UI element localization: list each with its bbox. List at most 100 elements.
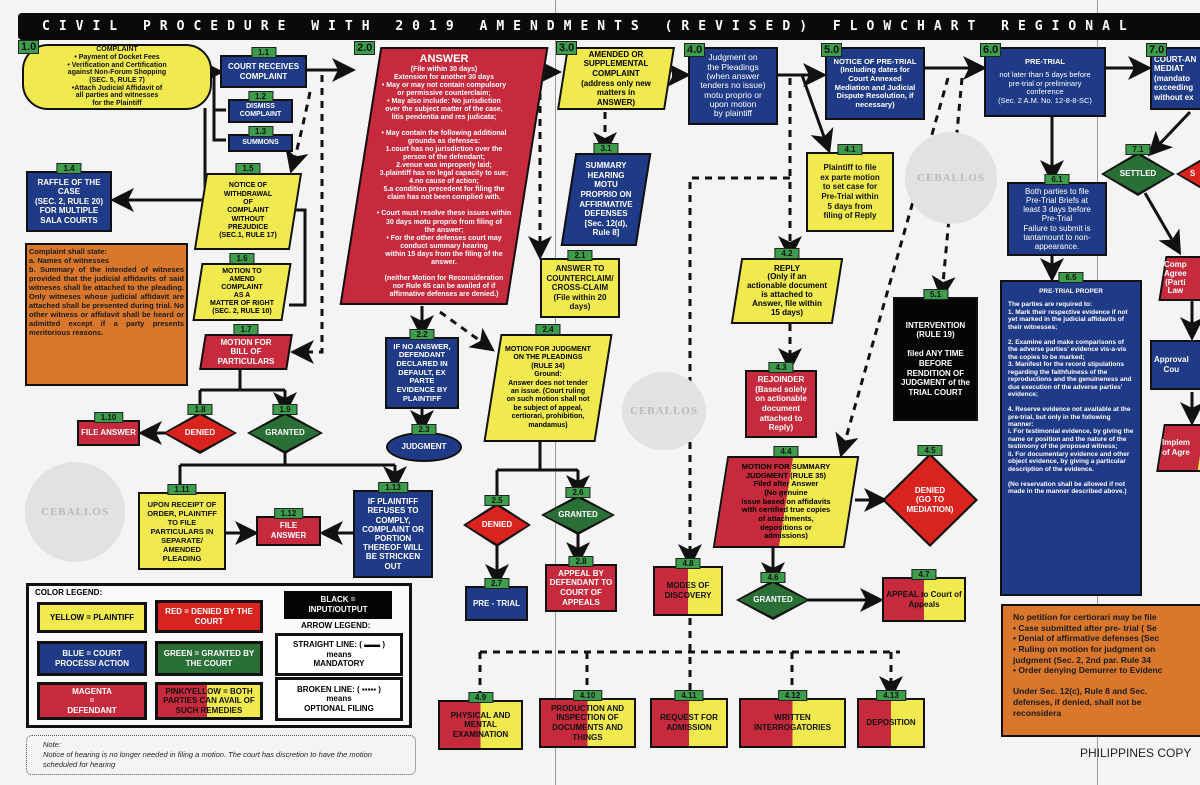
node-text: GRANTED (753, 595, 793, 605)
implementation-node: Implem of Agre (1160, 424, 1200, 472)
step-tag: 4.13 (876, 690, 906, 701)
node-text: REJOINDER (Based solely on actionable do… (755, 375, 807, 433)
step-tag: 2.6 (565, 487, 591, 498)
node-text: DISMISS COMPLAINT (239, 103, 282, 118)
legend-yellow: YELLOW = PLAINTIFF (37, 602, 147, 633)
step-tag: 2.2 (409, 329, 435, 340)
step-tag: 6.5 (1058, 272, 1084, 283)
node-text: Approval Cou (1154, 355, 1189, 374)
node-text: SETTLED (1119, 169, 1157, 179)
step-tag: 4.9 (467, 692, 494, 703)
node-text: WRITTEN INTERROGATORIES (753, 713, 832, 732)
node-text: IF NO ANSWER, DEFENDANT DECLARED IN DEFA… (393, 341, 451, 403)
node-text: REPLY (Only if an actionable document is… (746, 263, 827, 317)
step-tag: 7.0 (1146, 43, 1168, 57)
node-text: DENIED (GO TO MEDIATION) (906, 485, 954, 514)
node-text: SUMMONS (242, 138, 279, 146)
node-text: Implem of Agre (1162, 438, 1191, 457)
legend-blue: BLUE = COURT PROCESS/ ACTION (37, 641, 147, 676)
step-tag: 2.4 (535, 324, 561, 335)
step-tag: 4.1 (837, 144, 863, 155)
node-text: (File within 30 days) Extension for anot… (376, 65, 512, 298)
node-text: NOTICE OF WITHDRAWAL OF COMPLAINT WITHOU… (219, 182, 277, 240)
node-text: PHYSICAL AND MENTAL EXAMINATION (450, 710, 511, 739)
hearing-note: Note: Notice of hearing is no longer nee… (26, 735, 416, 775)
step-tag: 6.1 (1044, 174, 1070, 185)
legend-title: COLOR LEGEND: (35, 588, 103, 597)
complaint-requirements-note: Complaint shall state: a. Names of witne… (25, 243, 188, 386)
legend-black: BLACK = INPUT/OUTPUT (284, 591, 392, 619)
step-tag: 4.8 (675, 558, 701, 569)
step-tag: 2.5 (484, 495, 510, 506)
step-tag: 4.4 (773, 446, 799, 457)
node-title: PRE-TRIAL PROPER (1039, 288, 1103, 295)
node-text: MOTION TO AMEND COMPLAINT AS A MATTER OF… (209, 267, 275, 316)
node-text: Comp Agree (Parti Law (1164, 259, 1187, 296)
step-tag: 1.7 (233, 324, 259, 335)
node-text: IF PLAINTIFF REFUSES TO COMPLY, COMPLAIN… (362, 497, 424, 571)
node-text: DENIED (481, 520, 513, 530)
node-text: MOTION FOR BILL OF PARTICULARS (217, 337, 275, 366)
step-tag: 2.7 (483, 578, 510, 589)
legend-straight-line: STRAIGHT LINE: ( ▬▬ ) means MANDATORY (275, 633, 403, 676)
node-text: JUDGMENT (401, 442, 447, 452)
node-text: PRODUCTION AND INSPECTION OF DOCUMENTS A… (550, 703, 625, 742)
complaint-node: 1.0 COMPLAINT • Payment of Docket Fees •… (18, 40, 212, 110)
legend-broken-line: BROKEN LINE: ( ▪▪▪▪▪ ) means OPTIONAL FI… (275, 677, 403, 721)
node-text: PRE - TRIAL (472, 598, 521, 608)
step-tag: 1.11 (167, 484, 197, 495)
step-tag: 4.3 (768, 362, 794, 373)
node-text: SUMMARY HEARING MOTU PROPRIO ON AFFIRMAT… (579, 161, 633, 238)
step-tag: 1.12 (273, 508, 304, 519)
node-text: NOTICE OF PRE-TRIAL (Including dates for… (833, 56, 917, 109)
step-tag: 1.13 (378, 482, 408, 493)
compromise-agreement-node: Comp Agree (Parti Law (1162, 256, 1200, 301)
node-text: MODES OF DISCOVERY (664, 581, 712, 600)
step-tag: 4.0 (684, 43, 706, 57)
step-tag: 4.6 (760, 572, 786, 583)
node-text: No petition for certiorari may be file •… (1013, 612, 1163, 718)
node-text: Complaint shall state: a. Names of witne… (29, 247, 184, 337)
step-tag: 1.4 (56, 163, 82, 174)
step-tag: 7.1 (1125, 144, 1151, 155)
step-tag: 4.11 (674, 690, 704, 701)
watermark-logo: CEBALLOS (25, 462, 125, 562)
approval-node: Approval Cou (1150, 340, 1200, 390)
step-tag: 4.12 (777, 690, 808, 701)
note-label: Note: (43, 740, 61, 749)
watermark-logo: CEBALLOS (905, 132, 997, 224)
node-text: ANSWER TO COUNTERCLAIM/ CROSS-CLAIM (Fil… (546, 264, 614, 312)
certiorari-note: No petition for certiorari may be file •… (1001, 604, 1200, 737)
chart-title: CIVIL PROCEDURE WITH 2019 AMENDMENTS (RE… (18, 13, 1200, 40)
node-text: INTERVENTION (RULE 19) filed ANY TIME BE… (901, 320, 970, 397)
step-tag: 1.5 (235, 163, 261, 174)
step-tag: 3.0 (556, 41, 578, 55)
not-settled-diamond: S (1178, 154, 1200, 194)
watermark-logo: CEBALLOS (622, 372, 706, 450)
step-tag: 1.1 (250, 47, 277, 58)
node-text: UPON RECEIPT OF ORDER, PLAINTIFF TO FILE… (147, 499, 217, 563)
node-text: APPEAL to Court of Appeals (886, 589, 962, 609)
legend-magenta: MAGENTA = DEFENDANT (37, 682, 147, 720)
node-text: RAFFLE OF THE CASE (SEC. 2, RULE 20) FOR… (34, 177, 103, 225)
step-tag: 4.7 (911, 569, 937, 580)
plaintiff-refuses-node: 1.13 IF PLAINTIFF REFUSES TO COMPLY, COMP… (353, 482, 433, 578)
